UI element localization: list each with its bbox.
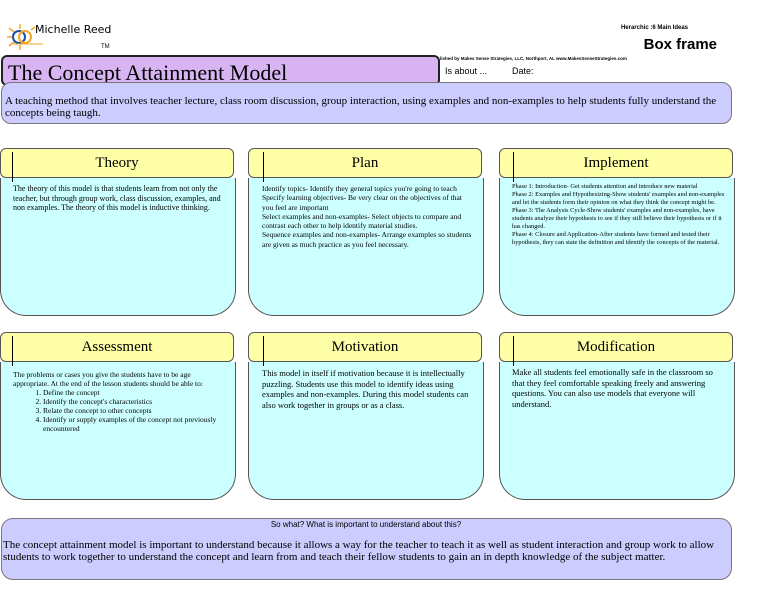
- theory-text: The theory of this model is that student…: [13, 184, 221, 212]
- assessment-content: The problems or cases you give the stude…: [1, 362, 235, 433]
- implement-line: Phase 1: Introduction- Get students atte…: [512, 183, 698, 190]
- implement-line: Phase 4: Closure and Application-After s…: [512, 231, 720, 246]
- trademark: TM: [101, 44, 110, 50]
- organizer-type: Herarchic :6 Main Ideas: [620, 25, 688, 31]
- implement-line: Phase 2: Examples and Hypothesizing-Show…: [512, 191, 725, 206]
- text-cursor-marker: [263, 152, 264, 182]
- text-cursor-marker: [513, 336, 514, 366]
- is-about-label: Is about ...: [445, 66, 488, 76]
- theory-header[interactable]: Theory: [0, 148, 234, 178]
- publisher-credit: lished by Makes Sense Strategies, LLC, N…: [440, 56, 627, 61]
- modification-text: Make all students feel emotionally safe …: [512, 367, 713, 409]
- implement-header[interactable]: Implement: [499, 148, 733, 178]
- list-item: Define the concept: [43, 388, 227, 397]
- implement-line: Phase 3: The Analysis Cycle-Show student…: [512, 207, 722, 230]
- assessment-intro: The problems or cases you give the stude…: [13, 370, 203, 388]
- so-what-box[interactable]: [1, 518, 732, 580]
- plan-line: Select examples and non-examples- Select…: [262, 211, 462, 231]
- motivation-box[interactable]: This model in itself if motivation becau…: [248, 362, 484, 500]
- text-cursor-marker: [12, 336, 13, 366]
- assessment-header[interactable]: Assessment: [0, 332, 234, 362]
- implement-box[interactable]: Phase 1: Introduction- Get students atte…: [499, 178, 735, 316]
- assessment-list: Define the concept Identify the concept'…: [13, 388, 227, 433]
- motivation-text: This model in itself if motivation becau…: [262, 368, 469, 410]
- theory-box[interactable]: The theory of this model is that student…: [0, 178, 236, 316]
- list-item: Identify or supply examples of the conce…: [43, 415, 227, 433]
- list-item: Identify the concept's characteristics: [43, 397, 227, 406]
- assessment-box[interactable]: The problems or cases you give the stude…: [0, 362, 236, 500]
- so-what-question: So what? What is important to understand…: [270, 520, 462, 529]
- motivation-header[interactable]: Motivation: [248, 332, 482, 362]
- date-label: Date:: [512, 66, 534, 76]
- page-title[interactable]: The Concept Attainment Model: [8, 60, 288, 85]
- text-cursor-marker: [263, 336, 264, 366]
- plan-header[interactable]: Plan: [248, 148, 482, 178]
- modification-box[interactable]: Make all students feel emotionally safe …: [499, 362, 735, 500]
- plan-line: Sequence examples and non-examples- Arra…: [262, 230, 472, 249]
- text-cursor-marker: [12, 152, 13, 182]
- implement-text: Phase 1: Introduction- Get students atte…: [500, 178, 734, 247]
- makes-sense-logo: [7, 24, 43, 50]
- frame-name: Box frame: [643, 36, 717, 53]
- author-name: Michelle Reed: [35, 23, 112, 36]
- text-cursor-marker: [513, 152, 514, 182]
- plan-text: Identify topics- Identify they general t…: [249, 178, 483, 249]
- plan-line: Specify learning objectives- Be very cle…: [262, 193, 462, 212]
- list-item: Relate the concept to other concepts: [43, 406, 227, 415]
- description-box[interactable]: A teaching method that involves teacher …: [1, 82, 732, 124]
- modification-header[interactable]: Modification: [499, 332, 733, 362]
- so-what-text: The concept attainment model is importan…: [3, 539, 715, 563]
- plan-box[interactable]: Identify topics- Identify they general t…: [248, 178, 484, 316]
- plan-line: Identify topics- Identify they general t…: [262, 184, 457, 193]
